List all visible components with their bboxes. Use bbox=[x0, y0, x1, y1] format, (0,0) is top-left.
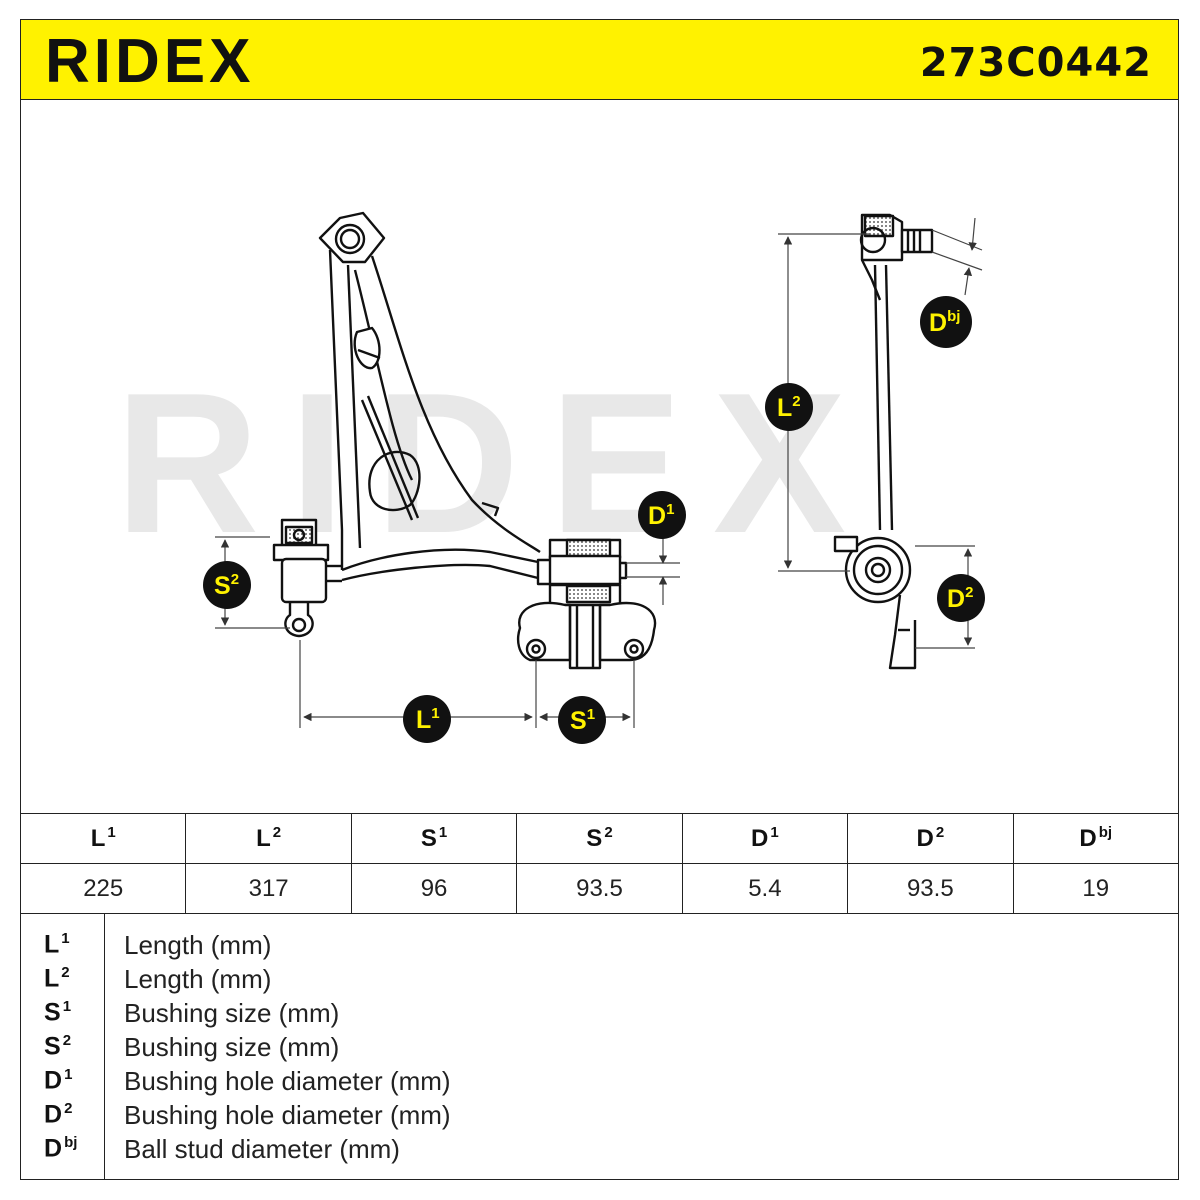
svg-text:D2: D2 bbox=[947, 584, 973, 613]
badge-dbj: Dbj bbox=[920, 296, 972, 348]
control-arm-top-view bbox=[272, 211, 657, 670]
badge-d1: D1 bbox=[638, 491, 686, 539]
legend-description: Bushing hole diameter (mm) bbox=[124, 1066, 451, 1096]
technical-drawing: RIDEX bbox=[115, 211, 985, 744]
spec-value-dbj: 19 bbox=[1012, 863, 1180, 914]
svg-text:RIDEX: RIDEX bbox=[45, 30, 254, 92]
header-bar: RIDEX 273C0442 bbox=[20, 19, 1179, 100]
legend-description: Length (mm) bbox=[124, 930, 272, 960]
legend-description: Bushing hole diameter (mm) bbox=[124, 1100, 451, 1130]
part-number: 273C0442 bbox=[919, 40, 1152, 86]
watermark-text: RIDEX bbox=[115, 352, 876, 575]
svg-text:S1: S1 bbox=[570, 706, 595, 735]
spec-value-d1: 5.4 bbox=[681, 863, 849, 914]
svg-text:Dbj: Dbj bbox=[929, 308, 960, 337]
svg-text:S2: S2 bbox=[214, 571, 239, 600]
spec-value-l2: 317 bbox=[185, 863, 352, 914]
spec-value-s1: 96 bbox=[350, 863, 518, 914]
legend-description: Ball stud diameter (mm) bbox=[124, 1134, 400, 1164]
svg-text:D1: D1 bbox=[648, 501, 674, 530]
badge-s2: S2 bbox=[203, 561, 251, 609]
spec-value-l1: 225 bbox=[19, 863, 187, 914]
legend-description: Length (mm) bbox=[124, 964, 272, 994]
legend-divider bbox=[104, 913, 105, 1179]
control-arm-side-view bbox=[833, 213, 934, 670]
spec-value-d2: 93.5 bbox=[847, 863, 1014, 914]
badge-l2: L2 bbox=[765, 383, 813, 431]
svg-text:L2: L2 bbox=[777, 393, 801, 422]
legend-description: Bushing size (mm) bbox=[124, 998, 340, 1028]
ridex-logo: RIDEX bbox=[45, 30, 254, 92]
legend-description: Bushing size (mm) bbox=[124, 1032, 340, 1062]
spec-value-row: 225 317 96 93.5 5.4 93.5 19 bbox=[19, 863, 1180, 914]
svg-text:L1: L1 bbox=[416, 705, 440, 734]
badge-d2: D2 bbox=[937, 574, 985, 622]
badge-l1: L1 bbox=[403, 695, 451, 743]
spec-value-s2: 93.5 bbox=[516, 863, 683, 914]
badge-s1: S1 bbox=[558, 696, 606, 744]
